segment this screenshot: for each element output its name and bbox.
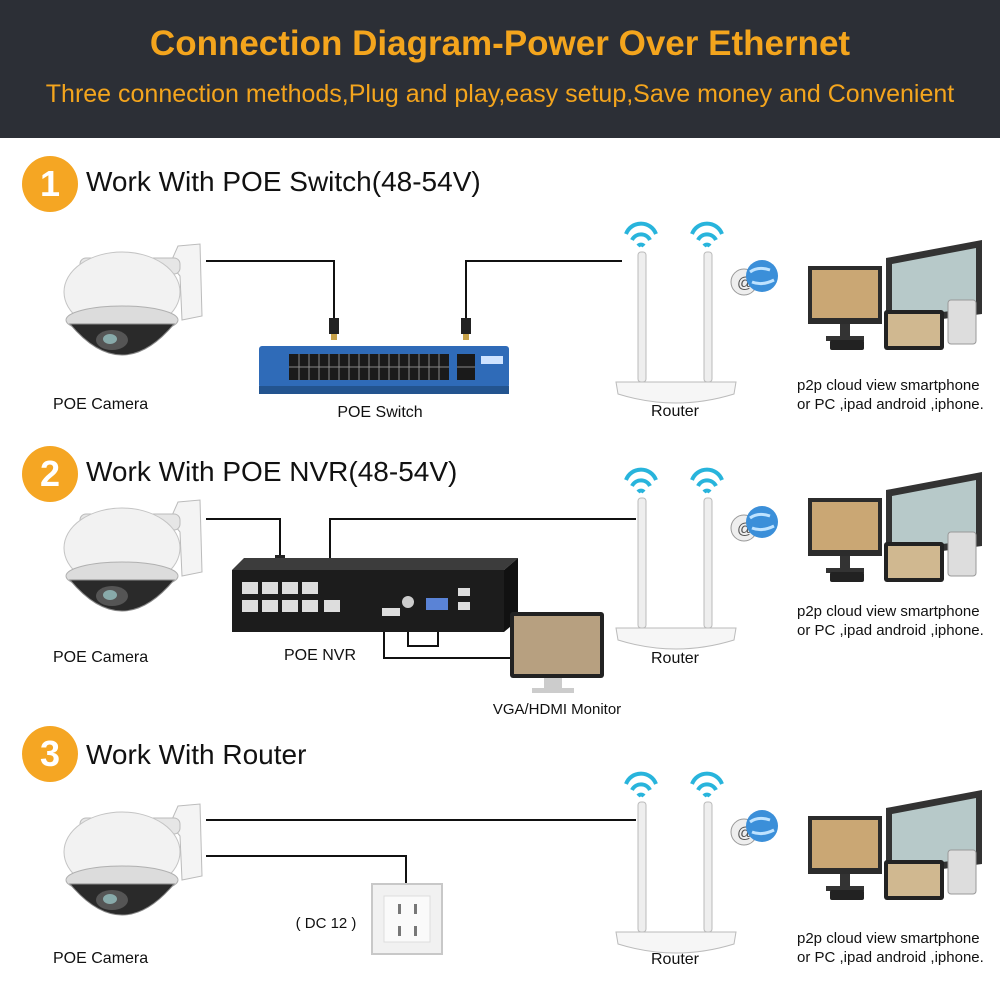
plug-icon-1a (329, 318, 339, 340)
page-subtitle: Three connection methods,Plug and play,e… (45, 80, 955, 108)
internet-icon-3 (729, 808, 780, 847)
section-3-title: Work With Router (86, 739, 307, 770)
section-2-p2p-line1: p2p cloud view smartphone (797, 603, 980, 620)
cable-lines-2 (206, 518, 636, 576)
section-1-p2p-line2: or PC ,ipad android ,iphone. (797, 396, 984, 413)
router-3-image (614, 771, 738, 955)
monitor-image (510, 612, 604, 693)
router-1-image (614, 221, 738, 405)
cable-lines-3 (206, 819, 636, 884)
page-title: Connection Diagram-Power Over Ethernet (149, 24, 851, 63)
section-2-badge: 2 (22, 446, 78, 502)
cable-lines-1 (206, 260, 622, 322)
section-1-router-label: Router (650, 403, 700, 420)
power-socket-image (371, 883, 443, 955)
section-3-p2p-line1: p2p cloud view smartphone (797, 930, 980, 947)
internet-icon-1 (729, 258, 780, 297)
devices-2-image (807, 471, 983, 583)
poe-nvr-image (232, 558, 518, 632)
section-1-title: Work With POE Switch(48-54V) (86, 166, 481, 197)
section-2-title: Work With POE NVR(48-54V) (86, 456, 458, 487)
section-3-router-label: Router (650, 951, 700, 968)
poe-switch-image (258, 345, 510, 395)
section-2-p2p-line2: or PC ,ipad android ,iphone. (797, 622, 984, 639)
header-banner: Connection Diagram-Power Over Ethernet T… (0, 0, 1000, 138)
internet-icon-2 (729, 504, 780, 543)
devices-3-image (807, 789, 983, 901)
section-1-p2p-line1: p2p cloud view smartphone (797, 377, 980, 394)
section-2-camera-label: POE Camera (53, 649, 149, 666)
section-3-badge: 3 (22, 726, 78, 782)
camera-3-image (63, 803, 203, 916)
section-2-nvr-label: POE NVR (283, 647, 356, 664)
section-3-dc-label: ( DC 12 ) (295, 915, 357, 932)
section-2-monitor-label: VGA/HDMI Monitor (492, 701, 622, 718)
camera-2-image (63, 499, 203, 612)
section-1-badge: 1 (22, 156, 78, 212)
section-3-camera-label: POE Camera (53, 950, 149, 967)
section-1-switch-label: POE Switch (337, 404, 423, 421)
camera-1-image (63, 243, 203, 356)
router-2-image (614, 467, 738, 651)
section-3-p2p-line2: or PC ,ipad android ,iphone. (797, 949, 984, 966)
section-1-camera-label: POE Camera (53, 396, 149, 413)
monitor-cable (383, 622, 512, 659)
section-2-router-label: Router (650, 650, 700, 667)
devices-1-image (807, 239, 983, 351)
plug-icon-1b (461, 318, 471, 340)
